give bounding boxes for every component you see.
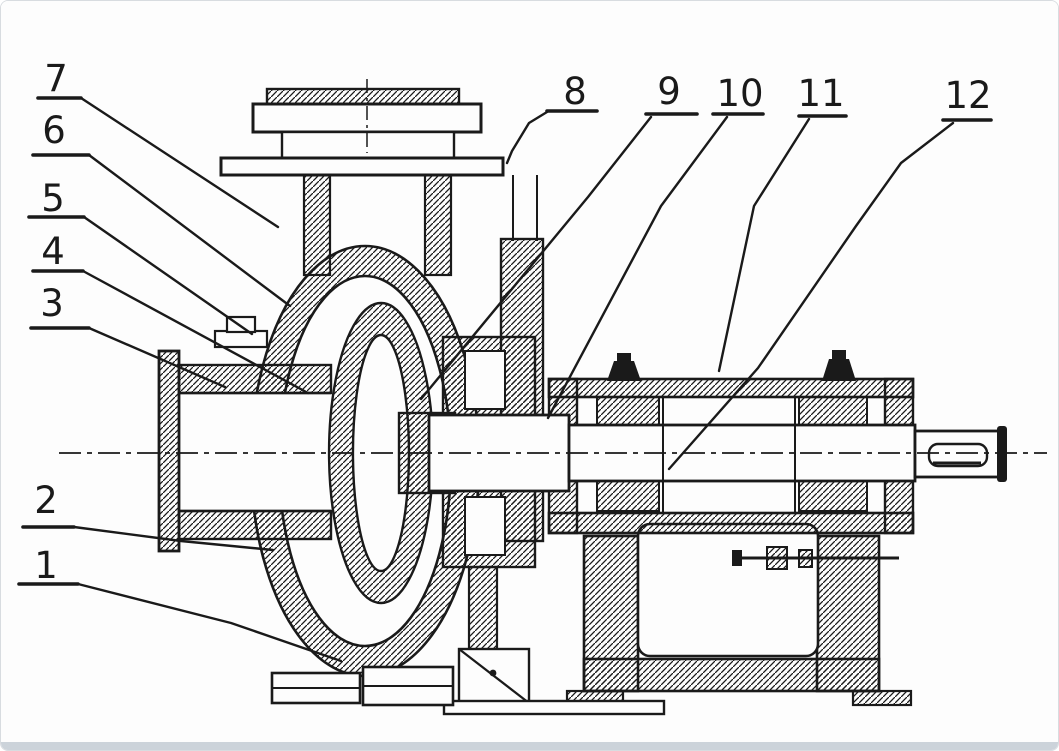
callout-11-label: 11 — [797, 72, 844, 115]
grease-cup-left-cap — [617, 353, 631, 362]
grease-cup-right-body — [822, 359, 856, 381]
clamp-base — [213, 329, 269, 349]
bearing-upper-right — [798, 396, 868, 426]
grease-cup-left — [607, 353, 641, 381]
callout-1-label: 1 — [34, 544, 58, 587]
adjusting-bolt-nut-a — [766, 546, 788, 570]
adjusting-bolt-nut-b — [798, 549, 813, 568]
shaft-end-cap — [997, 426, 1007, 482]
impeller-shrouds — [327, 301, 435, 605]
stuffing-box-upper-recess — [464, 350, 506, 410]
grease-cup-left-body — [607, 361, 641, 381]
callout-8-label: 8 — [563, 70, 587, 113]
discharge-pipe-right-wall — [423, 173, 453, 277]
callout-6-leader — [87, 153, 292, 308]
bearing-upper-left — [596, 396, 660, 426]
support-bracket — [457, 647, 531, 705]
bearing-housing-top-wall — [547, 377, 915, 399]
callout-5-label: 5 — [41, 177, 65, 220]
suction-flange — [157, 349, 181, 553]
callout-7-label: 7 — [44, 57, 68, 100]
support-bracket-bolt — [489, 669, 497, 677]
seal-support-column — [467, 565, 499, 653]
discharge-cap — [265, 87, 461, 106]
callout-11-leader — [717, 117, 811, 373]
bearing-lower-right — [798, 480, 868, 512]
callout-9-label: 9 — [657, 70, 681, 113]
discharge-mid-flange — [219, 156, 505, 177]
callout-12-label: 12 — [944, 74, 991, 117]
stuffing-box — [441, 335, 537, 569]
discharge-assembly — [219, 79, 505, 277]
bearing-housing-bottom-wall — [547, 511, 915, 535]
adjusting-bolt — [732, 546, 899, 570]
grease-cup-right-cap — [832, 350, 846, 360]
callout-3-leader — [87, 326, 227, 389]
callout-7-leader — [79, 96, 280, 229]
callout-8-leader — [505, 110, 549, 165]
callout-3-label: 3 — [40, 282, 64, 325]
callout-2-label: 2 — [34, 479, 58, 522]
callout-1-leader — [76, 582, 343, 663]
pedestal-cavity — [636, 522, 820, 658]
callout-2-leader — [72, 525, 275, 552]
baseplate — [442, 699, 666, 716]
suction-pipe-lower-wall — [177, 509, 333, 541]
bearing-lower-left — [596, 480, 660, 512]
callout-4-leader — [81, 269, 310, 395]
grease-cup-right — [822, 350, 856, 381]
suction-bore — [236, 393, 327, 511]
suction-pipe-upper-wall — [177, 363, 333, 395]
callout-9-leader — [419, 115, 653, 401]
callout-6-label: 6 — [42, 109, 66, 152]
callout-4-label: 4 — [41, 230, 65, 273]
pedestal — [565, 522, 913, 707]
pedestal-foot-right — [851, 689, 913, 707]
discharge-neck — [280, 130, 456, 160]
bottom-edge-strip — [1, 742, 1058, 750]
stuffing-box-lower-recess — [464, 496, 506, 556]
callout-5-leader — [82, 215, 254, 336]
shaft-keyway — [927, 442, 989, 468]
adjusting-bolt-head — [732, 550, 742, 566]
callout-12-leader — [667, 121, 955, 471]
callout-10-label: 10 — [716, 72, 763, 115]
callout-10-leader — [546, 115, 729, 420]
bottom-supports — [270, 565, 666, 716]
